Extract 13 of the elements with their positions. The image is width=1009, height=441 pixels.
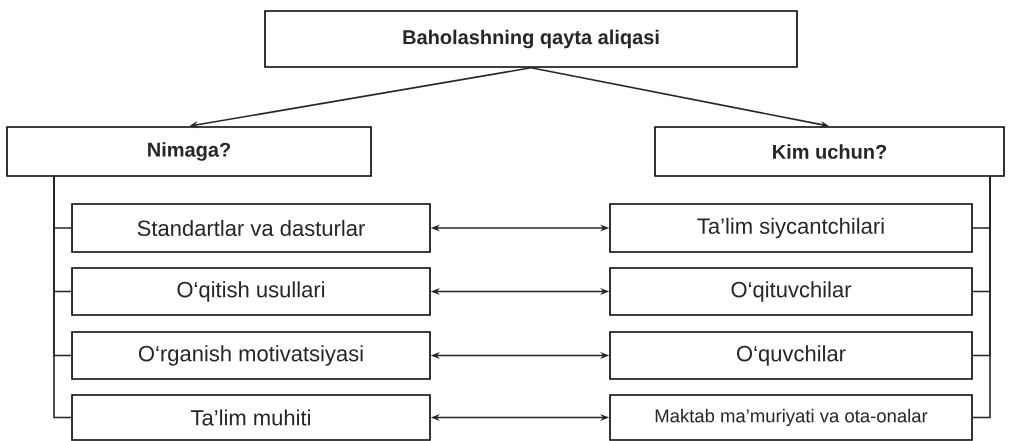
category-box: Kim uchun? xyxy=(654,126,1005,177)
item-box: Ta’lim muhiti xyxy=(71,394,431,441)
connector-line xyxy=(972,176,991,419)
connector-line xyxy=(53,176,72,419)
item-box: Standartlar va dasturlar xyxy=(71,203,431,253)
item-box: Ta’lim siycantchilari xyxy=(609,203,973,253)
item-box: O‘qituvchilar xyxy=(609,267,973,316)
item-box: O‘quvchilar xyxy=(609,331,973,380)
item-box: O‘qitish usullari xyxy=(71,267,431,316)
item-box: Maktab ma’muriyati va ota-onalar xyxy=(609,394,973,441)
title-box: Baholashning qayta aliqasi xyxy=(264,10,798,68)
item-box: O‘rganish motivatsiyasi xyxy=(71,331,431,380)
category-box: Nimaga? xyxy=(6,126,372,177)
